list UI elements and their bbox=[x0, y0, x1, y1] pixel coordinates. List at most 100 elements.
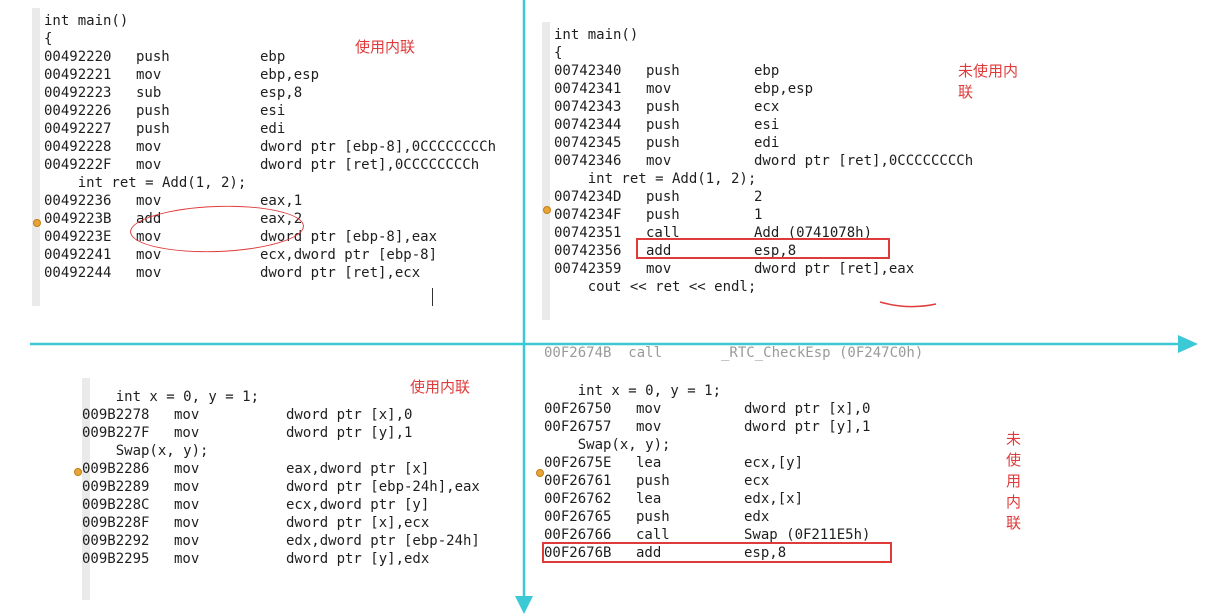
asm-address: 00492221 bbox=[44, 67, 112, 83]
asm-address: 00742341 bbox=[554, 81, 622, 97]
source-line: Swap(x, y); bbox=[82, 443, 209, 459]
asm-operand: ebp,esp bbox=[754, 81, 814, 97]
asm-opcode: push bbox=[646, 135, 680, 151]
asm-operand: ecx bbox=[754, 99, 780, 115]
asm-operand: dword ptr [ebp-8],eax bbox=[260, 229, 438, 245]
asm-address: 00742340 bbox=[554, 63, 622, 79]
asm-opcode: mov bbox=[174, 461, 200, 477]
asm-address: 0049223B bbox=[44, 211, 112, 227]
asm-operand: edi bbox=[260, 121, 286, 137]
asm-operand: dword ptr [y],1 bbox=[744, 419, 871, 435]
asm-operand: eax,dword ptr [x] bbox=[286, 461, 430, 477]
breakpoint-icon[interactable] bbox=[33, 219, 41, 227]
asm-opcode: lea bbox=[636, 491, 662, 507]
asm-opcode: mov bbox=[174, 425, 200, 441]
asm-opcode: mov bbox=[174, 515, 200, 531]
source-line: { bbox=[44, 31, 53, 47]
asm-operand: ecx bbox=[744, 473, 770, 489]
highlight-box-call bbox=[542, 542, 892, 563]
asm-address: 0074234D bbox=[554, 189, 622, 205]
asm-opcode: mov bbox=[136, 193, 162, 209]
source-line: cout << ret << endl; bbox=[554, 279, 757, 295]
asm-address: 00492227 bbox=[44, 121, 112, 137]
asm-address: 009B2278 bbox=[82, 407, 150, 423]
asm-opcode: mov bbox=[174, 407, 200, 423]
asm-address: 00F26761 bbox=[544, 473, 612, 489]
asm-operand: esi bbox=[754, 117, 780, 133]
asm-address: 009B2286 bbox=[82, 461, 150, 477]
asm-address: 00492223 bbox=[44, 85, 112, 101]
asm-operand: dword ptr [ret],ecx bbox=[260, 265, 421, 281]
asm-address: 00742345 bbox=[554, 135, 622, 151]
editor-gutter bbox=[32, 8, 40, 306]
editor-gutter bbox=[542, 22, 550, 320]
asm-address: 00492241 bbox=[44, 247, 112, 263]
asm-operand: dword ptr [ret],0CCCCCCCCh bbox=[754, 153, 974, 169]
asm-opcode: push bbox=[636, 473, 670, 489]
asm-operand: eax,1 bbox=[260, 193, 303, 209]
asm-operand: dword ptr [y],edx bbox=[286, 551, 430, 567]
asm-address: 0049223E bbox=[44, 229, 112, 245]
asm-address: 009B2289 bbox=[82, 479, 150, 495]
asm-operand: edx bbox=[744, 509, 770, 525]
asm-opcode: add bbox=[646, 243, 672, 259]
asm-opcode: mov bbox=[174, 551, 200, 567]
asm-opcode: sub bbox=[136, 85, 162, 101]
asm-opcode: mov bbox=[136, 67, 162, 83]
asm-opcode: mov bbox=[136, 139, 162, 155]
editor-gutter bbox=[82, 378, 90, 600]
asm-address: 00F2675E bbox=[544, 455, 612, 471]
asm-address: 009B2295 bbox=[82, 551, 150, 567]
asm-address: 00742351 bbox=[554, 225, 622, 241]
source-line: int x = 0, y = 1; bbox=[544, 383, 722, 399]
text-cursor bbox=[432, 288, 433, 306]
source-line: { bbox=[554, 45, 563, 61]
asm-operand: 2 bbox=[754, 189, 763, 205]
asm-address: 00492228 bbox=[44, 139, 112, 155]
breakpoint-icon[interactable] bbox=[543, 206, 551, 214]
asm-address: 00742346 bbox=[554, 153, 622, 169]
asm-operand: dword ptr [ret],eax bbox=[754, 261, 915, 277]
asm-opcode: lea bbox=[636, 455, 662, 471]
asm-address: 00F26762 bbox=[544, 491, 612, 507]
asm-operand: dword ptr [ebp-24h],eax bbox=[286, 479, 480, 495]
source-line: int main() bbox=[44, 13, 129, 29]
asm-operand: dword ptr [ret],0CCCCCCCCh bbox=[260, 157, 480, 173]
breakpoint-icon[interactable] bbox=[74, 468, 82, 476]
asm-operand: dword ptr [x],ecx bbox=[286, 515, 430, 531]
annotation-inline: 使用内联 bbox=[410, 378, 471, 396]
asm-opcode: mov bbox=[174, 533, 200, 549]
asm-address: 00742344 bbox=[554, 117, 622, 133]
asm-operand: edx,dword ptr [ebp-24h] bbox=[286, 533, 480, 549]
annotation-no-inline: 未使用内联 bbox=[958, 62, 1019, 101]
asm-operand: esp,8 bbox=[744, 545, 787, 561]
source-line: int main() bbox=[554, 27, 639, 43]
asm-address: 00492226 bbox=[44, 103, 112, 119]
asm-operand: ecx,dword ptr [y] bbox=[286, 497, 430, 513]
asm-opcode: mov bbox=[646, 81, 672, 97]
asm-operand: dword ptr [x],0 bbox=[744, 401, 871, 417]
asm-opcode: push bbox=[646, 207, 680, 223]
asm-opcode: call bbox=[646, 225, 680, 241]
asm-opcode: mov bbox=[136, 229, 162, 245]
breakpoint-icon[interactable] bbox=[536, 469, 544, 477]
asm-operand: Add (0741078h) bbox=[754, 225, 873, 241]
asm-address: 00F26765 bbox=[544, 509, 612, 525]
asm-opcode: mov bbox=[174, 479, 200, 495]
annotation-no-inline: 未使用内联 bbox=[1006, 430, 1022, 532]
asm-address: 00742343 bbox=[554, 99, 622, 115]
asm-address: 00F26766 bbox=[544, 527, 612, 543]
asm-opcode: mov bbox=[136, 157, 162, 173]
asm-opcode: push bbox=[646, 99, 680, 115]
asm-operand: ebp bbox=[260, 49, 286, 65]
source-line: int ret = Add(1, 2); bbox=[554, 171, 757, 187]
asm-opcode: push bbox=[636, 509, 670, 525]
asm-address: 00742359 bbox=[554, 261, 622, 277]
asm-address: 009B228F bbox=[82, 515, 150, 531]
asm-address: 00742356 bbox=[554, 243, 622, 259]
asm-opcode: mov bbox=[136, 247, 162, 263]
